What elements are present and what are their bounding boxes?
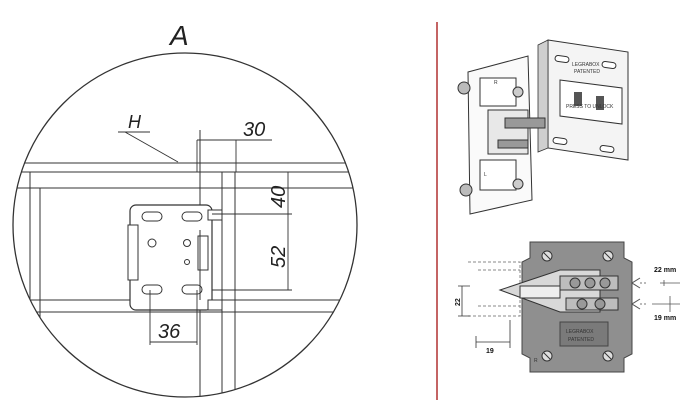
top-press-text: PRESS TO UNLOCK [566, 104, 614, 110]
dim-36: 36 [158, 321, 181, 343]
dim-52: 52 [268, 246, 290, 268]
view-label: A [168, 20, 189, 51]
callout-h: H [128, 112, 142, 132]
slot-bottom-right [181, 284, 203, 295]
dim-30: 30 [243, 119, 265, 141]
bottom-plate-patented: PATENTED [568, 337, 594, 343]
bottom-dim-19-left: 19 [486, 348, 494, 355]
bottom-plate-mark: R [534, 358, 538, 364]
bottom-plate-brand: LEGRABOX [566, 329, 594, 335]
bottom-dim-19mm: 19 mm [654, 315, 676, 322]
top-mark-l: L [484, 172, 487, 178]
dim-40: 40 [268, 186, 290, 208]
slot-top-left [141, 211, 163, 222]
bottom-dim-22-left: 22 [455, 298, 462, 306]
detail-circle [12, 52, 358, 398]
detail-view-a: A [12, 20, 358, 398]
top-plate-brand: LEGRABOX [572, 62, 600, 68]
photo-bottom-bracket: LEGRABOX PATENTED R 22 19 22 mm 19 mm [455, 241, 680, 373]
slot-bottom-left [141, 284, 163, 295]
bracket-plate [127, 204, 223, 311]
bottom-dim-22mm: 22 mm [654, 267, 676, 274]
top-mark-r: R [494, 80, 498, 86]
photo-top-bracket: LEGRABOX PATENTED PRESS TO UNLOCK L R [457, 39, 629, 215]
top-plate-patented: PATENTED [574, 69, 600, 75]
slot-top-right [181, 211, 203, 222]
dimension-lines [118, 131, 292, 345]
